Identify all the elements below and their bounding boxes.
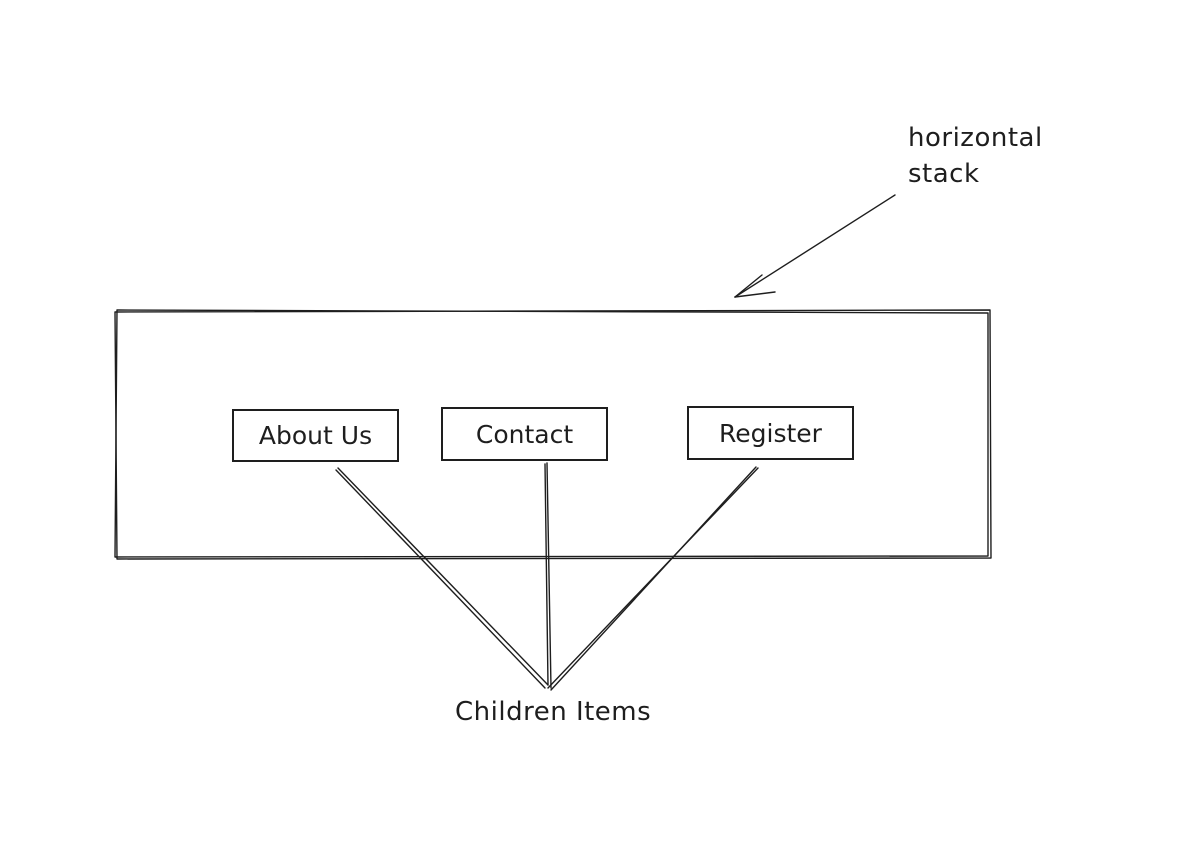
connector-about-us [335, 467, 549, 689]
annotation-horizontal: horizontal [908, 123, 1043, 153]
annotation-stack: stack [908, 159, 980, 189]
annotation-arrow [734, 194, 896, 298]
register-item[interactable]: Register [687, 406, 854, 460]
contact-item[interactable]: Contact [441, 407, 608, 461]
about-us-item[interactable]: About Us [232, 409, 399, 462]
connector-register [547, 466, 759, 691]
horizontal-stack-container [114, 309, 992, 560]
children-items-label: Children Items [455, 697, 652, 727]
connector-contact [544, 462, 552, 689]
